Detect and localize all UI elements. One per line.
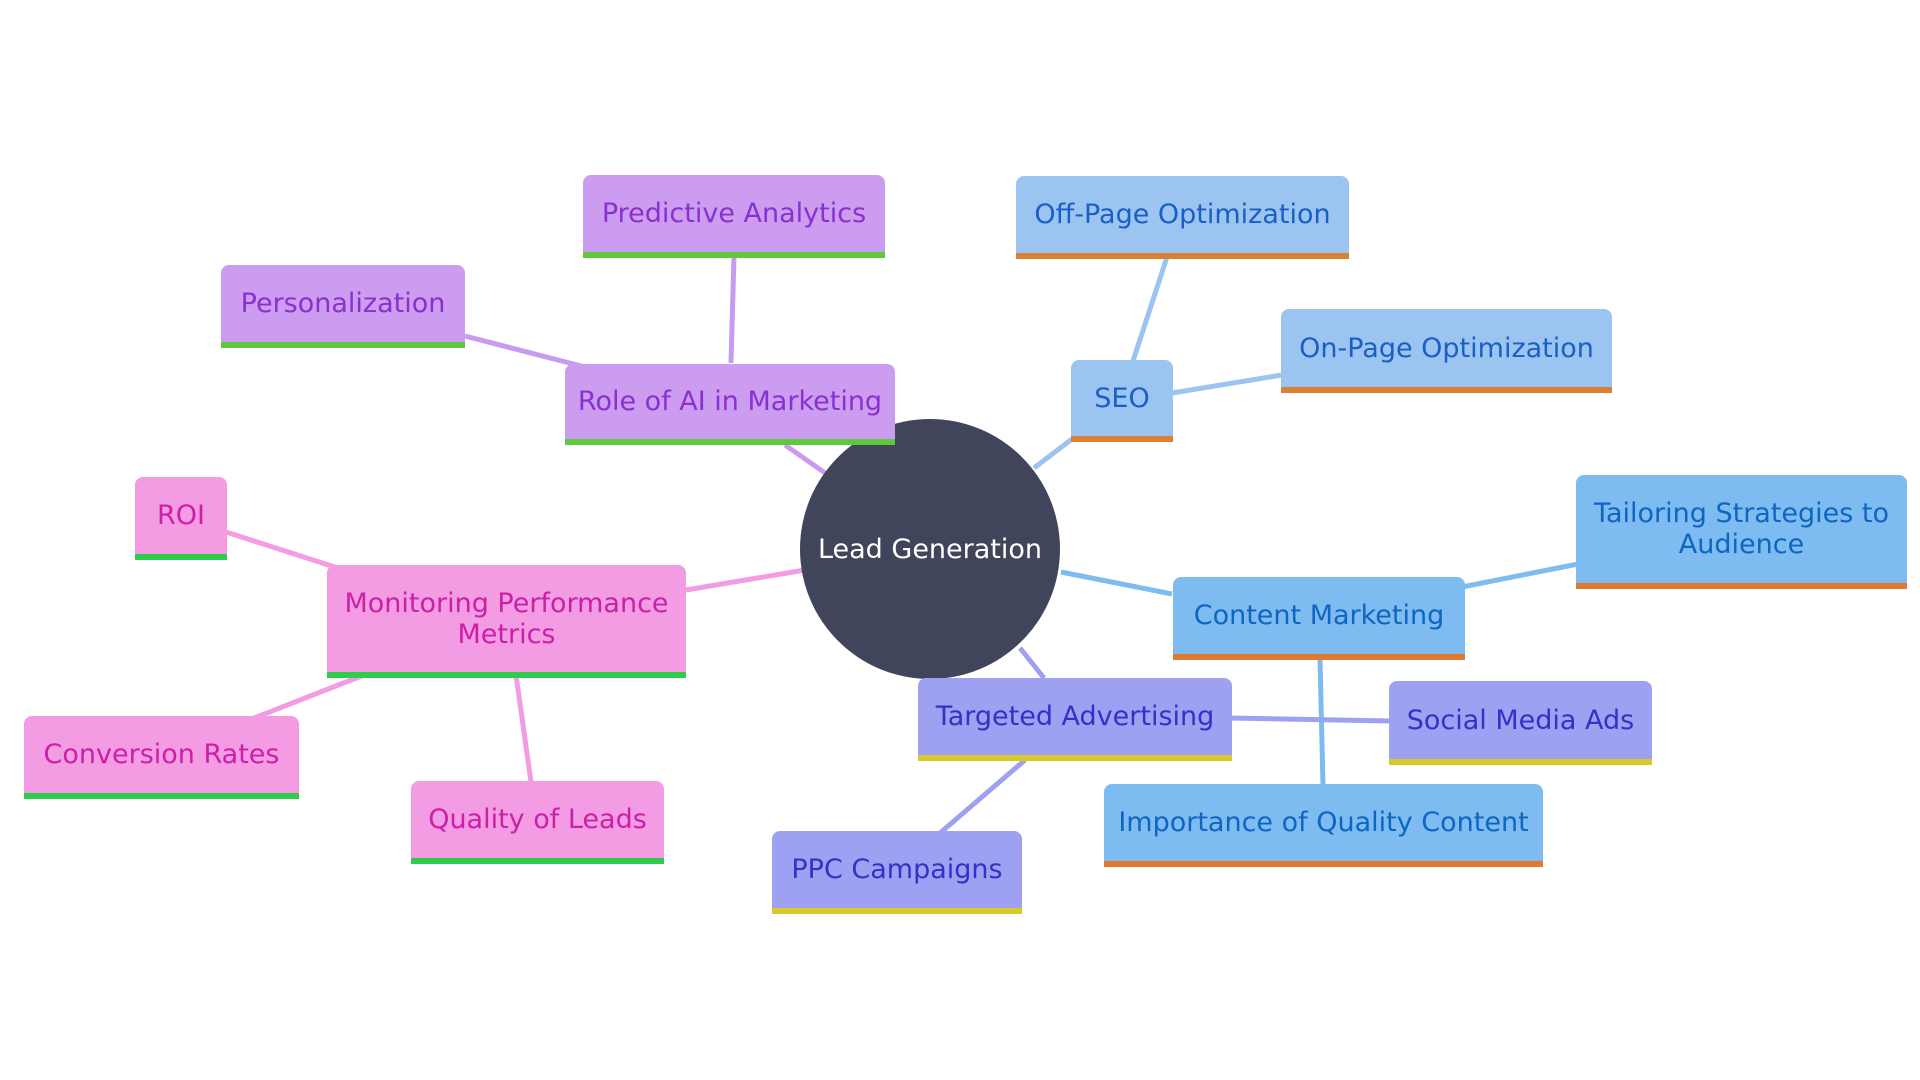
branch-targeted-advertising-label: Targeted Advertising: [935, 701, 1215, 732]
branch-monitoring-metrics-label: Monitoring Performance Metrics: [344, 587, 669, 650]
branch-ai-marketing[interactable]: Role of AI in Marketing: [565, 364, 895, 445]
branch-ai-marketing-label: Role of AI in Marketing: [577, 386, 883, 417]
node-on-page-optimization-label: On-Page Optimization: [1299, 332, 1594, 364]
node-off-page-optimization-label: Off-Page Optimization: [1034, 199, 1331, 230]
node-predictive-analytics[interactable]: Predictive Analytics: [583, 175, 885, 258]
node-social-media-ads[interactable]: Social Media Ads: [1389, 681, 1652, 765]
edge-center-advertising: [1018, 646, 1046, 680]
node-quality-of-leads[interactable]: Quality of Leads: [411, 781, 664, 864]
node-importance-quality-content[interactable]: Importance of Quality Content: [1104, 784, 1543, 867]
edge-ai-personalization: [464, 333, 586, 370]
edge-content-tailoring: [1461, 561, 1579, 590]
edge-content-quality: [1317, 658, 1326, 787]
edge-monitoring-roi: [225, 529, 345, 573]
central-node[interactable]: Lead Generation: [800, 419, 1060, 679]
edge-seo-offpage: [1130, 256, 1170, 362]
edge-center-content: [1060, 569, 1173, 597]
node-roi[interactable]: ROI: [135, 477, 227, 560]
node-social-media-ads-label: Social Media Ads: [1406, 704, 1635, 736]
edge-center-monitoring: [685, 567, 806, 593]
branch-seo[interactable]: SEO: [1071, 360, 1173, 442]
node-personalization-label: Personalization: [240, 288, 446, 319]
node-tailoring-strategies-label: Tailoring Strategies to Audience: [1593, 498, 1890, 560]
central-node-label: Lead Generation: [817, 533, 1043, 565]
node-ppc-campaigns-label: PPC Campaigns: [791, 854, 1003, 885]
edge-advertising-ppc: [938, 758, 1027, 835]
edge-advertising-social: [1229, 715, 1391, 724]
node-personalization[interactable]: Personalization: [221, 265, 465, 348]
node-importance-quality-content-label: Importance of Quality Content: [1118, 807, 1529, 838]
branch-content-marketing[interactable]: Content Marketing: [1173, 577, 1465, 660]
branch-targeted-advertising[interactable]: Targeted Advertising: [918, 678, 1232, 761]
node-roi-label: ROI: [157, 500, 205, 531]
node-conversion-rates[interactable]: Conversion Rates: [24, 716, 299, 799]
edge-center-seo: [1032, 437, 1074, 470]
branch-content-marketing-label: Content Marketing: [1193, 600, 1445, 631]
node-ppc-campaigns[interactable]: PPC Campaigns: [772, 831, 1022, 914]
edge-ai-predictive: [728, 255, 737, 364]
node-on-page-optimization[interactable]: On-Page Optimization: [1281, 309, 1612, 393]
node-conversion-rates-label: Conversion Rates: [43, 739, 280, 770]
branch-monitoring-metrics[interactable]: Monitoring Performance Metrics: [327, 565, 686, 678]
node-off-page-optimization[interactable]: Off-Page Optimization: [1016, 176, 1349, 259]
edge-seo-onpage: [1171, 372, 1283, 396]
edge-monitoring-conversion: [253, 672, 365, 721]
edge-monitoring-quality: [513, 674, 534, 783]
node-predictive-analytics-label: Predictive Analytics: [601, 198, 867, 229]
node-tailoring-strategies[interactable]: Tailoring Strategies to Audience: [1576, 475, 1907, 589]
edge-center-ai: [783, 442, 830, 478]
branch-seo-label: SEO: [1094, 382, 1150, 414]
node-quality-of-leads-label: Quality of Leads: [428, 804, 647, 835]
